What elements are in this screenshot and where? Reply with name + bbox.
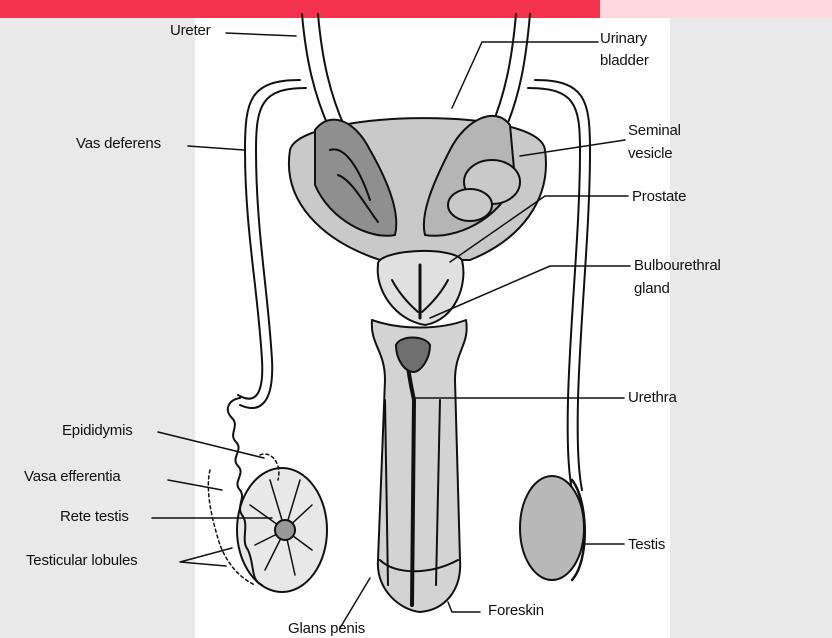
label-glans-penis: Glans penis <box>288 620 365 637</box>
label-urethra: Urethra <box>628 389 677 406</box>
label-rete-testis: Rete testis <box>60 508 129 525</box>
label-urinary-bladder-line2: bladder <box>600 52 649 69</box>
label-prostate: Prostate <box>632 188 686 205</box>
label-epididymis: Epididymis <box>62 422 133 439</box>
label-ureter: Ureter <box>170 22 210 39</box>
label-foreskin: Foreskin <box>488 602 544 619</box>
label-bulbourethral-line2: gland <box>634 280 670 297</box>
testis-right <box>520 476 584 580</box>
rete-testis-center <box>275 520 295 540</box>
left-panel <box>0 18 195 638</box>
label-vasa-efferentia: Vasa efferentia <box>24 468 121 485</box>
label-seminal-vesicle-line1: Seminal <box>628 122 681 139</box>
label-vas-deferens: Vas deferens <box>76 135 161 152</box>
label-testicular-lobules: Testicular lobules <box>26 552 137 569</box>
label-bulbourethral-line1: Bulbourethral <box>634 257 721 274</box>
label-seminal-vesicle-line2: vesicle <box>628 145 672 162</box>
right-panel <box>670 18 832 638</box>
vesicle-right-lobe-2 <box>448 189 492 221</box>
label-testis: Testis <box>628 536 665 553</box>
label-urinary-bladder-line1: Urinary <box>600 30 647 47</box>
